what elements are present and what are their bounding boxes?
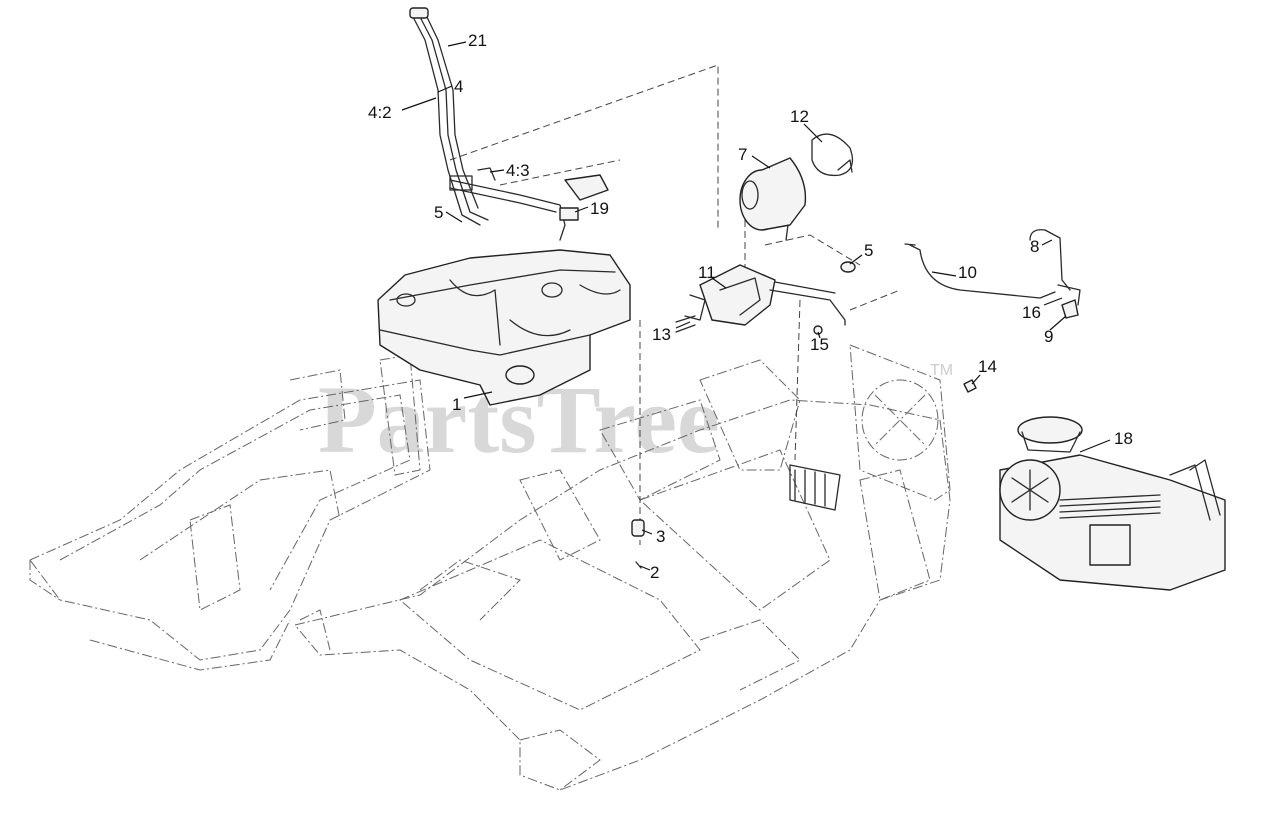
callout-10: 10	[958, 263, 977, 282]
rear-panel	[849, 344, 951, 501]
callout-7: 7	[738, 145, 747, 164]
callout-11: 11	[698, 263, 716, 282]
callout-3: 3	[656, 527, 665, 546]
callout-13: 13	[652, 325, 671, 344]
fuel-filter-bracket	[789, 464, 841, 511]
vent-line	[904, 243, 1056, 299]
bolt-13	[675, 315, 696, 333]
main-frame	[294, 359, 951, 791]
bracket	[684, 264, 846, 326]
vent-valve	[559, 174, 609, 221]
clamp	[811, 133, 854, 177]
callout-8: 8	[1030, 237, 1039, 256]
fuel-hose	[409, 7, 566, 241]
callout-15: 15	[810, 335, 829, 354]
callout-19: 19	[590, 199, 609, 218]
callout-16: 16	[1022, 303, 1041, 322]
watermark-trademark: TM	[930, 362, 953, 379]
reference-lines	[449, 64, 901, 545]
callout-2: 2	[650, 563, 659, 582]
hose-assembly	[1029, 229, 1081, 319]
frame-fittings	[631, 519, 645, 569]
canister	[739, 157, 807, 241]
callout-12: 12	[790, 107, 809, 126]
engine-inset	[999, 416, 1226, 591]
callout-5-left: 5	[434, 203, 443, 222]
callout-5-right: 5	[864, 241, 873, 260]
bolt-15	[813, 325, 823, 335]
fuel-tank	[377, 249, 631, 406]
fitting-right	[840, 261, 856, 273]
callout-4: 4	[454, 77, 463, 96]
callout-4-3: 4:3	[506, 161, 530, 180]
callout-4-2: 4:2	[368, 103, 392, 122]
callout-14: 14	[978, 357, 997, 376]
callout-9: 9	[1044, 327, 1053, 346]
callout-labels: 21 4 4:2 4:3 5 19 12 7 5 11 10 8 16 9 13…	[368, 31, 1133, 582]
callout-21: 21	[468, 31, 487, 50]
callout-18: 18	[1114, 429, 1133, 448]
leader-lines	[401, 41, 1111, 571]
callout-1: 1	[452, 395, 461, 414]
